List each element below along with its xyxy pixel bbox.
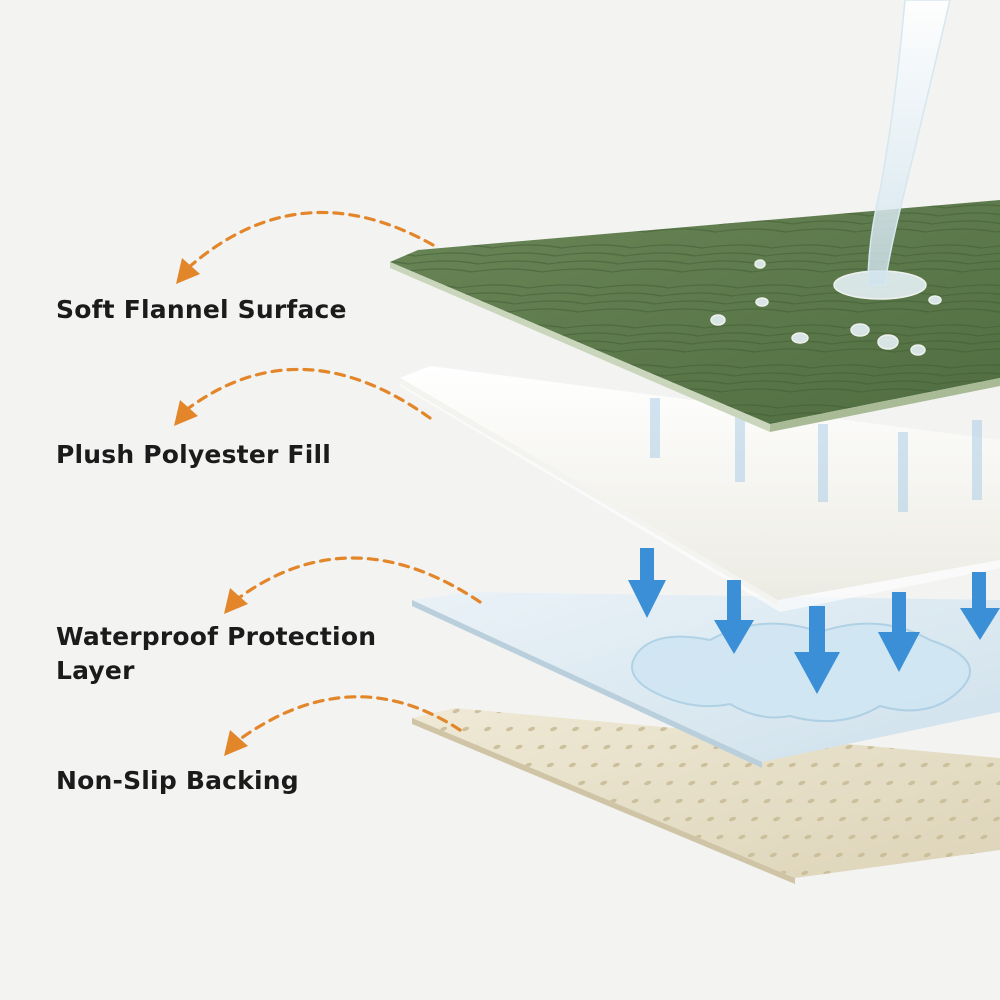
down-arrow-icon (714, 580, 754, 654)
curved-dashed-arrow-icon (234, 556, 482, 604)
layer-label-waterproof: Waterproof Protection Layer (56, 620, 376, 688)
arrowhead-icon (174, 400, 198, 426)
waterproof-layer (412, 592, 1000, 768)
layer-label-line: Layer (56, 656, 135, 685)
layer-label-text: Non-Slip Backing (56, 766, 299, 795)
arrowhead-icon (224, 588, 248, 614)
water-drip-streaks (650, 398, 982, 512)
layer-label-backing: Non-Slip Backing (56, 764, 299, 798)
water-stream (867, 0, 951, 286)
curved-dashed-arrow-icon (186, 210, 435, 270)
down-arrow-icon (794, 606, 840, 694)
water-flow-arrows (628, 548, 1000, 694)
layer-label-text: Plush Polyester Fill (56, 440, 331, 469)
backing-layer (412, 708, 1000, 884)
fill-layer (400, 366, 1000, 612)
flannel-layer (390, 200, 1000, 432)
layer-label-line: Waterproof Protection (56, 622, 377, 651)
curved-dashed-arrow-icon (234, 695, 462, 744)
down-arrow-icon (878, 592, 920, 672)
arrowhead-icon (176, 258, 200, 284)
layer-label-fill: Plush Polyester Fill (56, 438, 331, 472)
down-arrow-icon (960, 572, 1000, 640)
curved-dashed-arrow-icon (184, 367, 432, 420)
water-puddle (631, 622, 971, 723)
arrowhead-icon (224, 730, 248, 756)
down-arrow-icon (628, 548, 666, 618)
layer-label-text: Soft Flannel Surface (56, 295, 347, 324)
layer-label-flannel: Soft Flannel Surface (56, 293, 347, 327)
